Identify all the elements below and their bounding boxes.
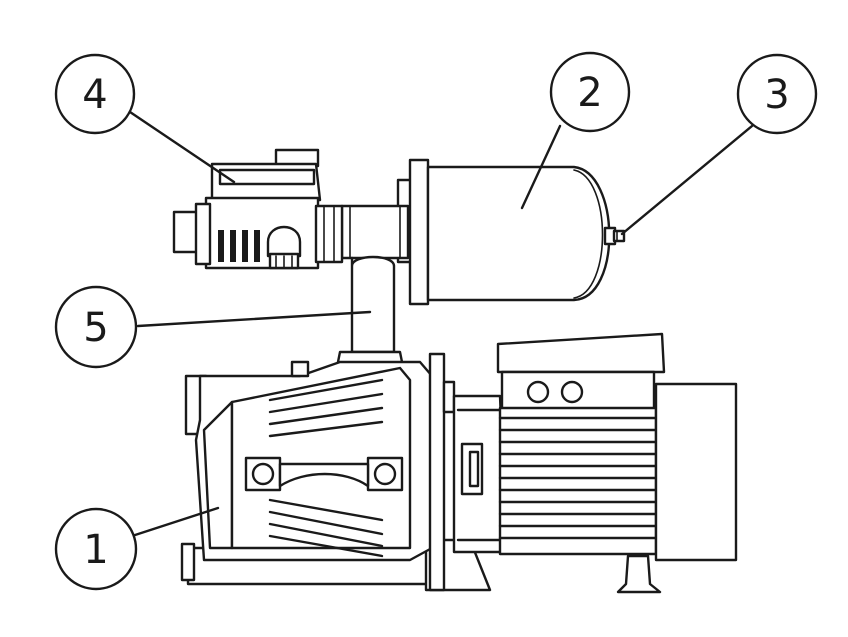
callout-2: 2: [520, 51, 631, 210]
callout-4-label: 4: [82, 72, 107, 118]
pressure-switch: [172, 148, 344, 270]
callout-1-label: 1: [83, 527, 108, 573]
callout-1: 1: [54, 506, 220, 591]
pressure-tank: [396, 158, 611, 306]
pump-body: [180, 352, 492, 592]
callout-2-label: 2: [577, 70, 602, 116]
callout-5: 5: [54, 285, 372, 369]
callout-3-label: 3: [764, 72, 789, 118]
callout-3: 3: [620, 53, 818, 236]
callout-5-label: 5: [83, 305, 108, 351]
motor: [452, 332, 738, 594]
connection-pipe: [334, 204, 410, 374]
air-valve: [603, 226, 626, 246]
callout-4: 4: [54, 53, 236, 184]
